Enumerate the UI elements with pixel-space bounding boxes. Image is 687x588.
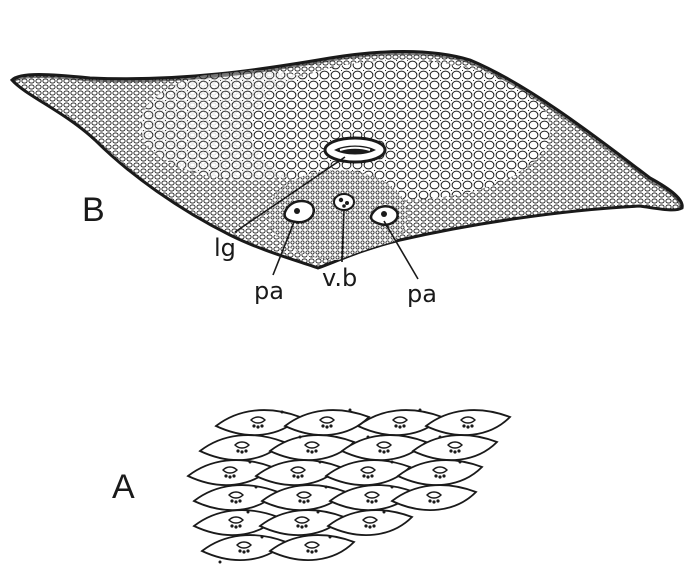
scar-dot (402, 424, 405, 427)
ligule-dot (367, 436, 370, 439)
scar-dot (321, 424, 324, 427)
ligule-dot (329, 536, 332, 539)
scar-dot (260, 424, 263, 427)
scar-dot (232, 474, 235, 477)
scar-dot (470, 424, 473, 427)
scar-dot (382, 450, 385, 453)
scar-dot (238, 499, 241, 502)
cross-section-b (12, 52, 682, 280)
scar-dot (457, 449, 460, 452)
scar-dot (438, 475, 441, 478)
scar-dot (240, 450, 243, 453)
label-pa-right: pa (407, 282, 437, 306)
label-pa-left: pa (254, 279, 284, 303)
scar-dot (329, 424, 332, 427)
panel-label-a: A (112, 470, 135, 504)
scar-dot (434, 474, 437, 477)
scar-dot (304, 524, 307, 527)
scar-dot (238, 524, 241, 527)
scar-dot (310, 550, 313, 553)
scar-dot (306, 549, 309, 552)
scar-dot (238, 549, 241, 552)
scar-dot (436, 499, 439, 502)
ligule-dot (459, 461, 462, 464)
scar-dot (466, 425, 469, 428)
ligule-dot (281, 411, 284, 414)
scar-dot (378, 449, 381, 452)
ligule-dot (219, 561, 222, 564)
scar-dot (366, 475, 369, 478)
scar-dot (246, 549, 249, 552)
scar-dot (296, 524, 299, 527)
ligule-dot (419, 409, 422, 412)
vascular-bundle (334, 194, 354, 210)
scar-dot (242, 550, 245, 553)
label-lg: lg (214, 236, 236, 260)
scar-dot (362, 474, 365, 477)
scar-dot (370, 500, 373, 503)
label-vb: v.b (322, 266, 357, 290)
scar-dot (366, 499, 369, 502)
ligule-dot (249, 461, 252, 464)
scar-dot (252, 424, 255, 427)
ligule-dot (255, 486, 258, 489)
scar-dot (364, 524, 367, 527)
ligule-dot (349, 409, 352, 412)
scar-dot (292, 474, 295, 477)
scar-dot (462, 424, 465, 427)
ligule-dot (391, 486, 394, 489)
scar-dot (386, 449, 389, 452)
scar-dot (306, 499, 309, 502)
scar-dot (306, 449, 309, 452)
scar-dot (302, 500, 305, 503)
scar-dot (370, 474, 373, 477)
ligule-dot (247, 511, 250, 514)
scar-dot (300, 474, 303, 477)
ligule-dot (299, 436, 302, 439)
ligule-dot (261, 536, 264, 539)
scar-dot (428, 499, 431, 502)
ligule-dot (319, 461, 322, 464)
scar-dot (368, 525, 371, 528)
scar-dot (234, 525, 237, 528)
ligule-dot (317, 511, 320, 514)
scar-dot (442, 474, 445, 477)
panel-label-b: B (82, 193, 105, 227)
scar-dot (296, 475, 299, 478)
ligule-pit (325, 138, 385, 162)
scar-dot (314, 449, 317, 452)
ligule-dot (391, 461, 394, 464)
scar-dot (256, 425, 259, 428)
scar-dot (398, 425, 401, 428)
scar-dot (325, 425, 328, 428)
scar-dot (432, 500, 435, 503)
ligule-dot (383, 511, 386, 514)
scar-dot (453, 450, 456, 453)
scar-dot (374, 499, 377, 502)
ligule-dot (325, 486, 328, 489)
leaf-cushion-surface-a (188, 409, 510, 564)
scar-dot (300, 525, 303, 528)
scar-dot (244, 449, 247, 452)
scar-dot (230, 499, 233, 502)
scar-dot (230, 524, 233, 527)
scar-dot (449, 449, 452, 452)
scar-dot (298, 499, 301, 502)
scar-dot (310, 450, 313, 453)
scar-dot (224, 474, 227, 477)
scar-dot (372, 524, 375, 527)
scar-dot (228, 475, 231, 478)
scar-dot (314, 549, 317, 552)
scar-dot (394, 424, 397, 427)
scar-dot (236, 449, 239, 452)
scar-dot (234, 500, 237, 503)
ligule-dot (439, 436, 442, 439)
